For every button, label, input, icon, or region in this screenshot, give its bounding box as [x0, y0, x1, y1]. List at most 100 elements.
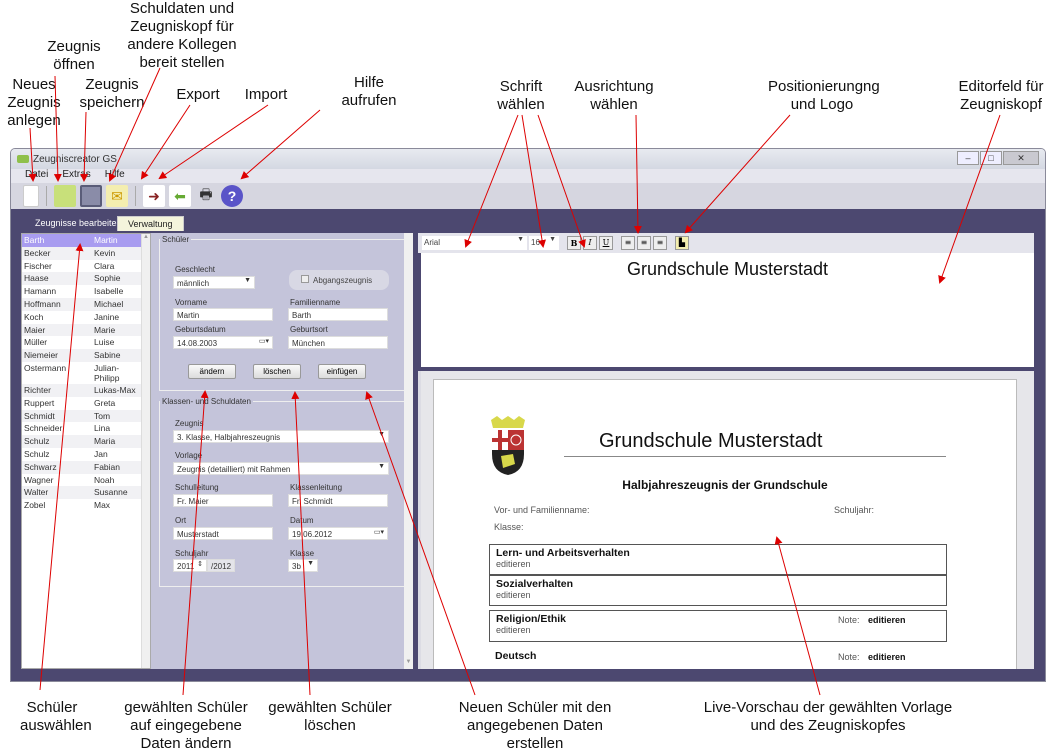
open-folder-icon[interactable]	[54, 185, 76, 207]
note-edit-link[interactable]: editieren	[868, 652, 906, 662]
birthdate-value: 14.08.2003	[177, 339, 218, 348]
student-firstname: Max	[94, 500, 111, 511]
form-panel: Schüler Geschlecht männlich▼ Abgangszeug…	[151, 233, 413, 669]
school-year-start: 2011	[177, 562, 195, 571]
insert-student-button[interactable]: einfügen	[318, 364, 366, 379]
annotation-change: gewählten Schüler auf eingegebene Daten …	[124, 699, 248, 752]
italic-button[interactable]: I	[583, 236, 597, 250]
minimize-button[interactable]: –	[957, 151, 979, 165]
section-edit-link[interactable]: editieren	[496, 625, 531, 635]
class-teacher-input[interactable]: Fr. Schmidt	[288, 494, 388, 507]
change-student-button[interactable]: ändern	[188, 364, 236, 379]
school-year-end: /2012	[207, 559, 235, 572]
date-picker[interactable]: 19.06.2012▭▾	[288, 527, 388, 540]
position-logo-icon[interactable]: ▙	[675, 236, 689, 250]
app-logo-icon	[17, 155, 29, 163]
section-edit-link[interactable]: editieren	[496, 590, 531, 600]
menu-hilfe[interactable]: Hilfe	[104, 169, 125, 180]
note-edit-link[interactable]: editieren	[868, 615, 906, 625]
live-preview: Grundschule Musterstadt Halbjahreszeugni…	[421, 371, 1034, 669]
tab-verwaltung[interactable]: Verwaltung	[117, 216, 184, 231]
export-icon[interactable]: ➜	[143, 185, 165, 207]
section-title: Sozialverhalten	[496, 578, 574, 590]
menu-bar: Datei Extras Hilfe	[11, 169, 1045, 183]
font-size-select[interactable]: 16▼	[529, 236, 559, 250]
class-select[interactable]: 3b▼	[288, 559, 318, 572]
print-icon[interactable]: 🖶	[199, 186, 213, 202]
align-center-icon[interactable]: ≡	[637, 236, 651, 250]
birthplace-input[interactable]: München	[288, 336, 388, 349]
student-list-scrollbar[interactable]: ▲	[141, 234, 150, 668]
preview-name-label: Vor- und Familienname:	[494, 505, 590, 515]
student-firstname: Michael	[94, 298, 124, 309]
new-document-icon[interactable]	[23, 185, 39, 207]
bold-button[interactable]: B	[567, 236, 581, 250]
calendar-icon: ▭▾	[373, 529, 384, 536]
save-disk-icon[interactable]	[80, 185, 102, 207]
menu-extras[interactable]: Extras	[62, 169, 91, 180]
template-select[interactable]: Zeugnis (detailliert) mit Rahmen▼	[173, 462, 389, 475]
maximize-button[interactable]: □	[980, 151, 1002, 165]
align-left-icon[interactable]: ≡	[621, 236, 635, 250]
firstname-label: Vorname	[175, 298, 208, 307]
annotation-editor: Editorfeld für Zeugniskopf	[958, 78, 1044, 113]
delete-student-button[interactable]: löschen	[253, 364, 301, 379]
student-lastname: Haase	[24, 273, 49, 284]
close-button[interactable]: ✕	[1003, 151, 1039, 165]
form-scrollbar[interactable]: ▼	[404, 233, 413, 669]
student-firstname: Sabine	[94, 350, 121, 361]
birthdate-picker[interactable]: 14.08.2003▭▾	[173, 336, 273, 349]
principal-input[interactable]: Fr. Maier	[173, 494, 273, 507]
class-label: Klasse	[290, 549, 315, 558]
font-select[interactable]: Arial▼	[422, 236, 527, 250]
school-year-stepper[interactable]: 2011⇕	[173, 559, 207, 572]
firstname-input[interactable]: Martin	[173, 308, 273, 321]
certificate-select[interactable]: 3. Klasse, Halbjahreszeugnis▼	[173, 430, 389, 443]
help-icon[interactable]: ?	[221, 185, 243, 207]
student-lastname: Ruppert	[24, 397, 55, 408]
share-school-data-icon[interactable]: ✉	[106, 185, 128, 207]
menu-datei[interactable]: Datei	[25, 169, 49, 180]
underline-button[interactable]: U	[599, 236, 613, 250]
header-editor[interactable]: Grundschule Musterstadt	[418, 253, 1034, 367]
student-lastname: Müller	[24, 337, 48, 348]
lastname-input[interactable]: Barth	[288, 308, 388, 321]
leaving-certificate-checkbox[interactable]: Abgangszeugnis	[289, 270, 389, 290]
align-right-icon[interactable]: ≡	[653, 236, 667, 250]
annotation-save: Zeugnis speichern	[79, 76, 145, 111]
place-input[interactable]: Musterstadt	[173, 527, 273, 540]
annotation-open: Zeugnis öffnen	[47, 38, 101, 73]
section-edit-link[interactable]: editieren	[496, 559, 531, 569]
editor-divider[interactable]	[418, 367, 1034, 371]
gender-select[interactable]: männlich▼	[173, 276, 255, 289]
import-icon[interactable]: ⬅	[169, 185, 191, 207]
preview-section[interactable]: Deutsch Note: editieren	[489, 648, 947, 669]
tab-zeugnisse-bearbeiten[interactable]: Zeugnisse bearbeiten	[35, 218, 122, 228]
spinner-icon[interactable]: ⇕	[197, 561, 203, 568]
